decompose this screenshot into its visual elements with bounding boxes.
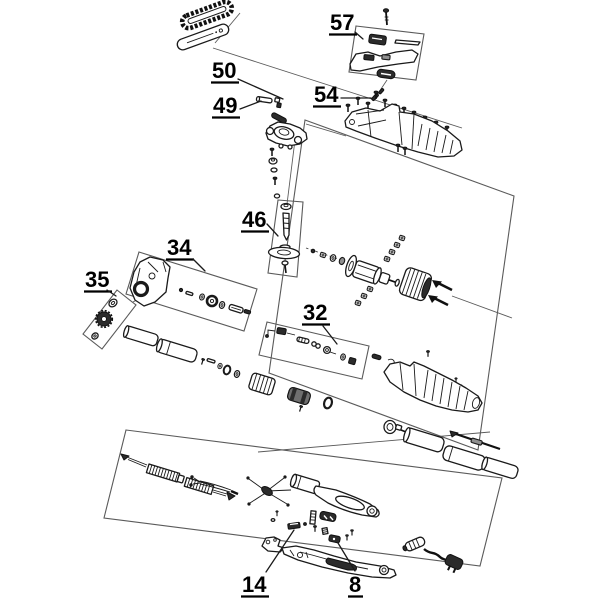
callout-34-label: 34 [167, 235, 192, 260]
spindle-set [267, 202, 301, 274]
callout-57: 57 [329, 10, 364, 40]
washer [328, 253, 338, 263]
power-cord [402, 536, 464, 574]
o-ring [322, 396, 334, 410]
callout-14: 14 [241, 529, 295, 598]
screw [349, 528, 355, 537]
callout-54-label: 54 [314, 82, 339, 107]
callout-54: 54 [313, 82, 372, 108]
nut [319, 251, 327, 259]
screw [275, 510, 279, 517]
handle-lower-half [281, 545, 397, 579]
callout-46-label: 46 [242, 207, 266, 232]
switch-parts [270, 510, 355, 544]
screw [344, 533, 350, 542]
nut [383, 255, 391, 263]
handle-upper-half [289, 473, 380, 518]
screw [297, 404, 304, 413]
lower-motor-housing [383, 361, 483, 413]
callout-8: 8 [337, 542, 363, 598]
screw [312, 524, 318, 533]
nut [366, 285, 374, 293]
switch-plate [287, 521, 301, 530]
callout-35: 35 [84, 267, 117, 297]
flex-drive-cable [120, 453, 236, 501]
cover-parts [349, 33, 421, 80]
gearbox-bracket [129, 256, 171, 307]
power-plug [444, 554, 464, 574]
callout-49: 49 [212, 93, 262, 119]
insert-direction-arrows [428, 280, 453, 307]
handle-lower-bracket [261, 536, 285, 553]
screw [425, 349, 431, 358]
callout-57-label: 57 [330, 10, 354, 35]
switch-linkage-box [258, 321, 370, 380]
upper-motor-housing [344, 103, 463, 158]
callout-50: 50 [211, 58, 284, 100]
lead-cable [189, 475, 239, 496]
nut [388, 248, 396, 256]
upper-pole-tube [122, 325, 198, 363]
nut [354, 299, 362, 307]
washer [339, 352, 347, 362]
callout-49-label: 49 [213, 93, 237, 118]
gearhead-to-housing-leader [305, 123, 347, 137]
washer [216, 362, 224, 370]
gear-head [265, 121, 308, 150]
nut [360, 292, 368, 300]
nut [398, 234, 406, 242]
washer [198, 292, 206, 302]
motor-armature-set [310, 234, 406, 307]
drive-rod [449, 430, 501, 451]
callout-50-label: 50 [212, 58, 236, 83]
saw-chain [179, 0, 235, 31]
lock-button [328, 534, 341, 544]
callout-34: 34 [166, 235, 206, 272]
gear-washer-set [91, 298, 118, 340]
screw [402, 146, 408, 156]
motor-axis-leader [451, 295, 513, 319]
construction-boxes [82, 25, 515, 567]
coupler-small-parts [199, 357, 242, 379]
coupler-collar [286, 386, 312, 406]
washer [232, 369, 242, 379]
motor-field-housing [398, 267, 433, 302]
callouts: 57 50 49 54 46 34 35 32 14 [84, 10, 372, 598]
nut [393, 241, 401, 249]
gearhead-to-spindle-leader [286, 139, 296, 205]
washer [217, 300, 227, 310]
coupler-knob [248, 372, 276, 396]
screw [272, 176, 278, 186]
gearbox-parts-box [125, 251, 258, 332]
callout-35-label: 35 [85, 267, 109, 292]
gearhead-fasteners [268, 147, 281, 199]
gear-washer-box [82, 289, 137, 350]
assembly-outline-middle [268, 119, 515, 451]
callout-46: 46 [241, 207, 279, 237]
callout-14-label: 14 [242, 572, 267, 597]
bar-to-housing-leader [212, 47, 463, 129]
wire-harness [246, 475, 292, 507]
cover-parts-box [348, 25, 425, 81]
callout-32: 32 [302, 300, 338, 345]
lower-pole-tubes [402, 426, 519, 480]
callout-32-label: 32 [303, 300, 327, 325]
cover-screw [382, 8, 390, 26]
switch-linkage-parts [265, 327, 357, 366]
screw [345, 103, 351, 113]
guide-bar [176, 23, 230, 51]
o-ring [222, 364, 232, 376]
housing-screw-54 [371, 88, 385, 102]
gearbox-shaft-parts [178, 287, 252, 315]
chain-tensioner-block [274, 97, 282, 109]
assembly-outline-bottom [103, 429, 503, 567]
callout-8-label: 8 [349, 572, 361, 597]
screw [269, 147, 275, 157]
screw [395, 143, 401, 153]
screw [199, 357, 206, 366]
